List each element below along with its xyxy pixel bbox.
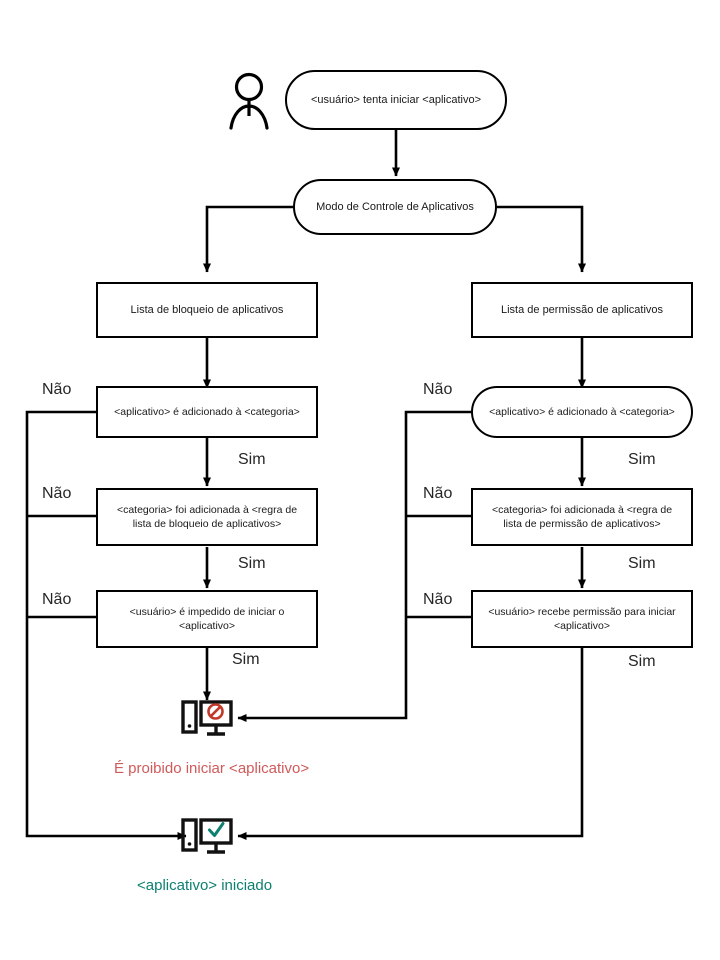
node-deny-category[interactable]: <aplicativo> é adicionado à <categoria> [96,386,318,438]
node-deny-rule-label: <categoria> foi adicionada à <regra de l… [116,503,298,530]
node-allow-rule-label: <categoria> foi adicionada à <regra de l… [491,503,673,530]
node-deny-category-label: <aplicativo> é adicionado à <categoria> [114,405,300,418]
node-allow-user-label: <usuário> recebe permissão para iniciar … [488,605,676,632]
node-denylist-label: Lista de bloqueio de aplicativos [130,303,284,316]
node-start[interactable]: <usuário> tenta iniciar <aplicativo> [285,70,507,130]
started-caption: <aplicativo> iniciado [137,877,273,894]
node-deny-user[interactable]: <usuário> é impedido de iniciar o <aplic… [96,590,318,648]
edge-label-deny-rule-yes: Sim [238,555,266,572]
edge-label-deny-category-no: Não [42,381,72,398]
node-allow-rule[interactable]: <categoria> foi adicionada à <regra de l… [471,488,693,546]
node-allow-category[interactable]: <aplicativo> é adicionado à <categoria> [471,386,693,438]
edge-label-deny-rule-no: Não [42,485,72,502]
computer-blocked-icon [181,700,233,742]
edge-allow-user-yes [237,648,584,840]
edge-deny-category-no [25,410,187,840]
computer-allowed-icon [181,818,233,860]
edge-allow-category-no [237,410,471,722]
node-start-label: <usuário> tenta iniciar <aplicativo> [311,93,481,106]
edge-label-deny-user-yes: Sim [232,651,260,668]
edge-label-allow-category-no: Não [423,381,453,398]
edge-label-allow-user-no: Não [423,591,453,608]
blocked-caption: É proibido iniciar <aplicativo> [114,760,310,777]
edge-label-allow-category-yes: Sim [628,451,656,468]
node-allow-user[interactable]: <usuário> recebe permissão para iniciar … [471,590,693,648]
node-control-mode-label: Modo de Controle de Aplicativos [316,200,474,213]
node-control-mode[interactable]: Modo de Controle de Aplicativos [293,179,497,235]
node-allow-category-label: <aplicativo> é adicionado à <categoria> [489,405,675,418]
edge-label-allow-rule-yes: Sim [628,555,656,572]
node-allowlist-label: Lista de permissão de aplicativos [500,303,664,316]
edge-mode-to-denylist [203,205,295,273]
edge-label-deny-user-no: Não [42,591,72,608]
node-denylist[interactable]: Lista de bloqueio de aplicativos [96,282,318,338]
node-deny-rule[interactable]: <categoria> foi adicionada à <regra de l… [96,488,318,546]
edge-mode-to-allowlist [497,205,586,273]
user-actor-icon [222,72,276,132]
edge-label-allow-user-yes: Sim [628,653,656,670]
node-allowlist[interactable]: Lista de permissão de aplicativos [471,282,693,338]
edge-label-deny-category-yes: Sim [238,451,266,468]
node-deny-user-label: <usuário> é impedido de iniciar o <aplic… [129,605,285,632]
edge-label-allow-rule-no: Não [423,485,453,502]
